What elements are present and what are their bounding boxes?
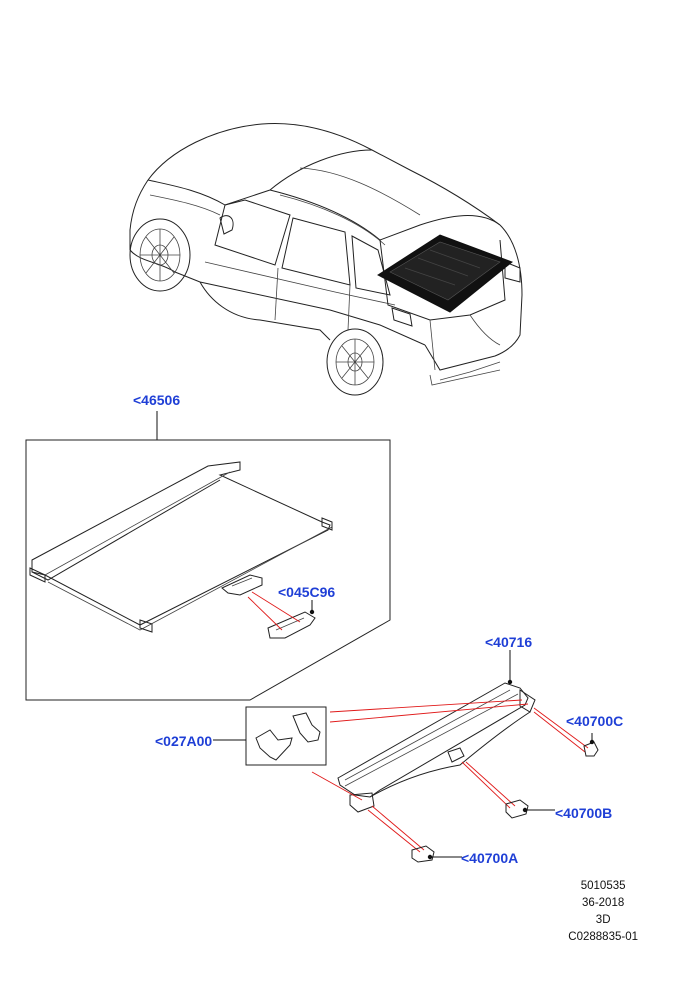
part-40700C bbox=[533, 707, 599, 757]
reference-line-4: C0288835-01 bbox=[568, 931, 638, 943]
reference-block: 5010535 36-2018 3D C0288835-01 bbox=[568, 878, 638, 946]
vehicle-illustration bbox=[129, 123, 523, 396]
callout-40700A[interactable]: <40700A bbox=[461, 850, 519, 866]
callout-027A00[interactable]: <027A00 bbox=[155, 733, 213, 749]
assembly-027A00-box bbox=[213, 706, 327, 766]
callout-40700C[interactable]: <40700C bbox=[566, 713, 624, 729]
reference-line-2: 36-2018 bbox=[582, 897, 625, 909]
part-40700B bbox=[461, 761, 555, 819]
assembly-40716 bbox=[311, 650, 536, 813]
callout-40716[interactable]: <40716 bbox=[485, 634, 533, 650]
part-40700A bbox=[367, 805, 462, 863]
reference-line-3: 3D bbox=[595, 914, 611, 926]
assembly-46506-box bbox=[25, 411, 391, 701]
reference-line-1: 5010535 bbox=[580, 880, 626, 892]
callout-045C96[interactable]: <045C96 bbox=[278, 584, 336, 600]
callout-46506[interactable]: <46506 bbox=[133, 392, 181, 408]
callout-40700B[interactable]: <40700B bbox=[555, 805, 613, 821]
